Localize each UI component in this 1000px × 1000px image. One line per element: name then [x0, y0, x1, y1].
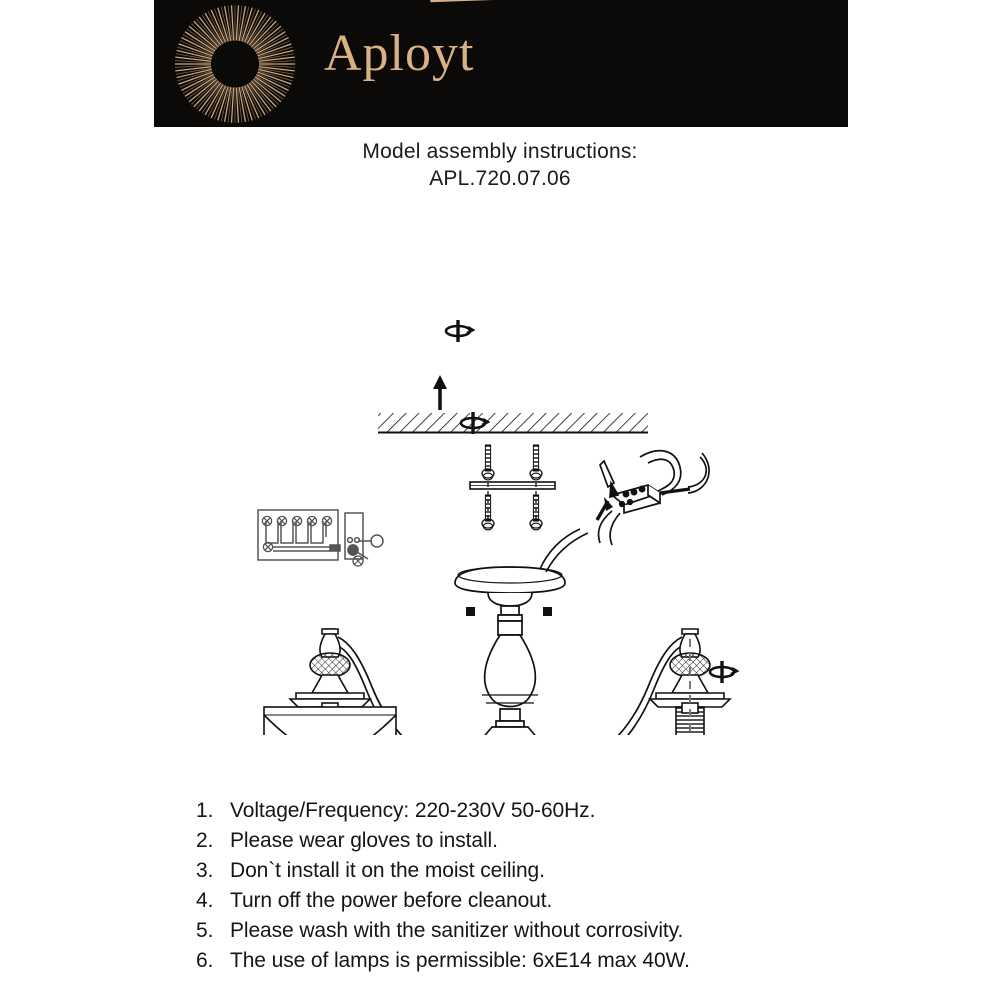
instruction-number: 3.	[196, 859, 214, 882]
instruction-text: Please wear gloves to install.	[230, 829, 498, 852]
page-title: Model assembly instructions: APL.720.07.…	[0, 138, 1000, 192]
ceiling-canopy-cup	[454, 566, 566, 622]
instruction-item: 1. Voltage/Frequency: 220-230V 50-60Hz.	[196, 796, 896, 826]
instruction-number: 1.	[196, 799, 214, 822]
brand-wordmark: Aployt	[324, 25, 475, 82]
curved-lamp-arms	[335, 636, 685, 735]
instruction-number: 4.	[196, 889, 214, 912]
mounting-bracket-bar	[469, 481, 556, 490]
rotate-symbol-right	[708, 659, 739, 685]
title-line-2: APL.720.07.06	[429, 167, 571, 190]
instruction-item: 2. Please wear gloves to install.	[196, 826, 896, 856]
rotate-to-tighten-symbol	[444, 318, 475, 344]
chandelier-assembly-diagram	[0, 195, 1000, 735]
wall-anchor-screws	[481, 444, 543, 531]
instruction-number: 2.	[196, 829, 214, 852]
hatched-ceiling	[378, 413, 648, 434]
brand-banner: Aployt	[154, 0, 848, 127]
instruction-text: Voltage/Frequency: 220-230V 50-60Hz.	[230, 799, 596, 822]
title-line-1: Model assembly instructions:	[362, 140, 638, 163]
terminal-block-wiring	[257, 509, 384, 567]
instruction-item: 5. Please wash with the sanitizer without…	[196, 916, 896, 946]
instruction-item: 3. Don`t install it on the moist ceiling.	[196, 856, 896, 886]
instruction-item: 6. The use of lamps is permissible: 6xE14…	[196, 946, 896, 976]
sunburst-icon	[175, 5, 295, 123]
fabric-shade-left	[263, 706, 397, 735]
instruction-list: 1. Voltage/Frequency: 220-230V 50-60Hz. 2.…	[196, 796, 896, 976]
diagram-svg	[257, 318, 739, 735]
instruction-text: Don`t install it on the moist ceiling.	[230, 859, 545, 882]
instruction-text: Turn off the power before cleanout.	[230, 889, 553, 912]
alignment-marker-left	[466, 607, 475, 616]
instruction-text: Please wash with the sanitizer without c…	[230, 919, 684, 942]
instruction-number: 5.	[196, 919, 214, 942]
instruction-number: 6.	[196, 949, 214, 972]
central-baluster-column	[482, 620, 538, 735]
banner-graphics	[154, 0, 848, 127]
canopy-wires	[539, 528, 589, 573]
push-up-arrow-canopy	[433, 375, 447, 410]
alignment-marker-right	[543, 607, 552, 616]
instruction-text: The use of lamps is permissible: 6xE14 m…	[230, 949, 690, 972]
instruction-item: 4. Turn off the power before cleanout.	[196, 886, 896, 916]
wire-connector-with-screwdriver	[595, 449, 710, 546]
